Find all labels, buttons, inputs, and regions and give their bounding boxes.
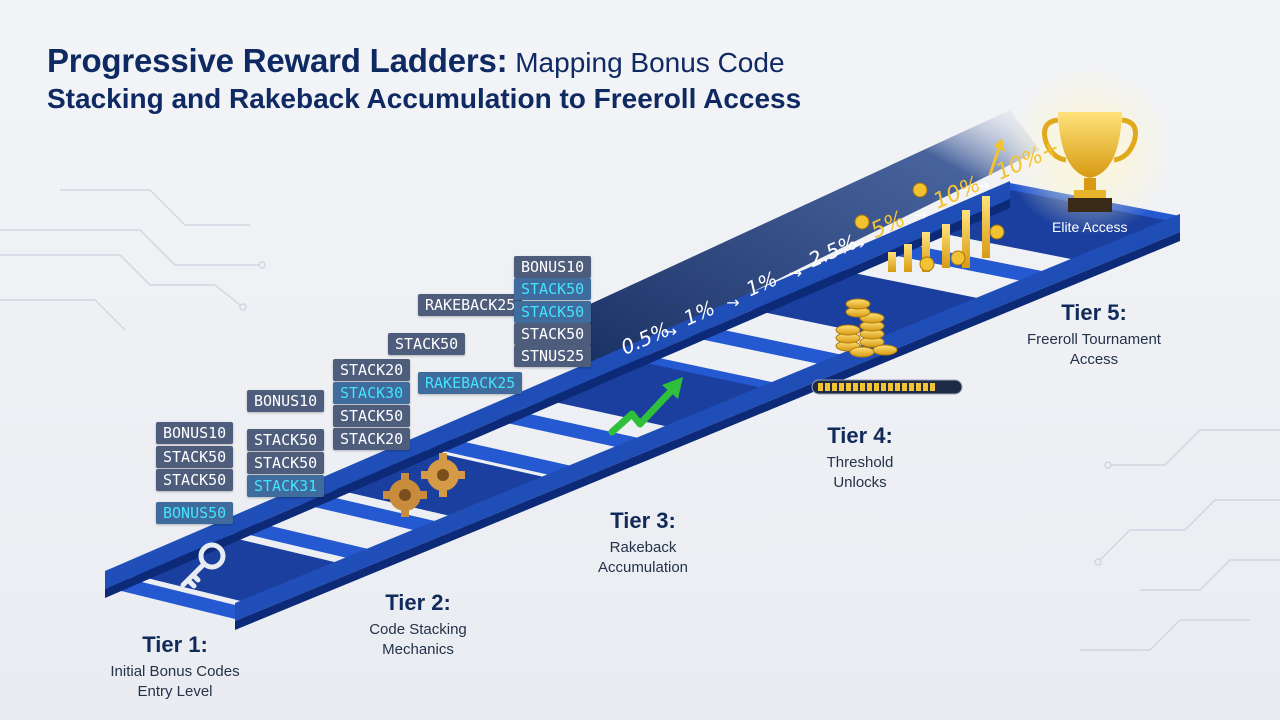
arrow-icon: → — [976, 176, 989, 195]
tier-desc: Freeroll Tournament — [1027, 331, 1161, 348]
code-chip: BONUS10 — [247, 390, 325, 412]
progress-segment — [923, 383, 928, 391]
ladder-rail-side — [105, 199, 1010, 598]
tier-1-label: Tier 1: Initial Bonus Codes Entry Level — [80, 632, 270, 702]
elite-access-label: Elite Access — [1052, 219, 1128, 235]
code-chip: STNUS25 — [514, 345, 592, 367]
code-chip: RAKEBACK25 — [418, 294, 523, 316]
arrow-icon: → — [664, 322, 677, 341]
circuit-lines-right — [1080, 429, 1280, 651]
code-chip: BONUS50 — [156, 502, 234, 524]
growth-arrow-icon — [608, 386, 676, 436]
tier-4-label: Tier 4: Threshold Unlocks — [790, 423, 930, 493]
code-chip: STACK30 — [333, 382, 411, 404]
tier-desc: Entry Level — [137, 683, 213, 700]
progress-segment — [853, 383, 858, 391]
ladder-rung — [686, 322, 843, 369]
progress-segment — [839, 383, 844, 391]
trophy-icon — [1042, 112, 1138, 212]
code-chip: STACK50 — [156, 469, 234, 491]
progress-segment — [846, 383, 851, 391]
tier-name: Tier 5: — [1061, 300, 1127, 325]
tier-name: Tier 4: — [827, 423, 893, 448]
ladder-rung — [234, 517, 370, 564]
tier-desc: Rakeback — [609, 539, 677, 556]
progress-segment — [881, 383, 886, 391]
progress-segment — [930, 383, 935, 391]
tier-desc: Initial Bonus Codes — [110, 663, 240, 680]
rakeback-band — [560, 110, 1040, 372]
progress-segment — [888, 383, 893, 391]
circuit-lines-left — [0, 189, 266, 331]
ladder-rail — [105, 181, 1010, 589]
up-arrow-head — [994, 138, 1005, 152]
code-chip: STACK50 — [156, 446, 234, 468]
up-arrow-icon — [988, 144, 1002, 176]
growth-arrow-head — [662, 377, 683, 399]
arrow-icon: → — [726, 293, 739, 312]
progress-segment — [909, 383, 914, 391]
tier-desc: Unlocks — [833, 474, 887, 491]
progress-segment — [867, 383, 872, 391]
threshold-progress-fill — [818, 383, 935, 391]
growth-bars-icon — [888, 196, 990, 272]
code-chip: STACK20 — [333, 359, 411, 381]
tier-3-label: Tier 3: Rakeback Accumulation — [568, 508, 718, 578]
ladder-rung — [492, 405, 640, 453]
tier-desc: Access — [1069, 351, 1119, 368]
progress-segment — [860, 383, 865, 391]
progress-segment — [818, 383, 823, 391]
key-icon — [180, 542, 226, 589]
gear-icon — [383, 473, 427, 517]
tier-name: Tier 1: — [142, 632, 208, 657]
tier-name: Tier 2: — [385, 590, 451, 615]
code-chip: STACK50 — [333, 405, 411, 427]
tier-desc: Threshold — [826, 454, 894, 471]
coin-stack-icon — [835, 298, 898, 358]
progress-segment — [895, 383, 900, 391]
code-chip: STACK50 — [514, 278, 592, 300]
ladder-rung — [298, 489, 438, 536]
progress-segment — [902, 383, 907, 391]
code-chip: BONUS10 — [514, 256, 592, 278]
gear-icon — [421, 453, 465, 497]
arrow-icon: → — [914, 205, 927, 224]
page-title: Progressive Reward Ladders: Mapping Bonu… — [47, 40, 801, 116]
tier-name: Tier 3: — [610, 508, 676, 533]
progress-segment — [825, 383, 830, 391]
code-chip: STACK50 — [388, 333, 466, 355]
arrow-icon: → — [851, 234, 864, 253]
ladder-rail-side — [235, 232, 1180, 630]
title-line2: Stacking and Rakeback Accumulation to Fr… — [47, 83, 802, 115]
code-chip: STACK20 — [333, 428, 411, 450]
progress-segment — [874, 383, 879, 391]
title-rest: Mapping Bonus Code — [507, 47, 785, 78]
ladder — [105, 181, 1180, 630]
code-chip: RAKEBACK25 — [418, 372, 523, 394]
code-chip: BONUS10 — [156, 422, 234, 444]
code-chip: STACK50 — [514, 323, 592, 345]
progress-segment — [916, 383, 921, 391]
code-chip: STACK50 — [247, 452, 325, 474]
title-bold: Progressive Reward Ladders: — [47, 42, 508, 79]
tier-desc: Mechanics — [382, 641, 454, 658]
progress-segment — [832, 383, 837, 391]
tier-desc: Accumulation — [597, 559, 689, 576]
code-chip: STACK50 — [514, 301, 592, 323]
tier-2-label: Tier 2: Code Stacking Mechanics — [338, 590, 498, 660]
arrow-icon: → — [789, 264, 802, 283]
ladder-rail — [235, 214, 1180, 621]
tier-desc: Code Stacking — [369, 621, 467, 638]
code-chip: STACK31 — [247, 475, 325, 497]
dollar-coin-icon — [854, 182, 1005, 272]
ladder-rung — [105, 573, 235, 619]
ladder-rung — [428, 433, 573, 481]
tier-5-label: Tier 5: Freeroll Tournament Access — [1004, 300, 1184, 370]
code-chip: STACK50 — [247, 429, 325, 451]
